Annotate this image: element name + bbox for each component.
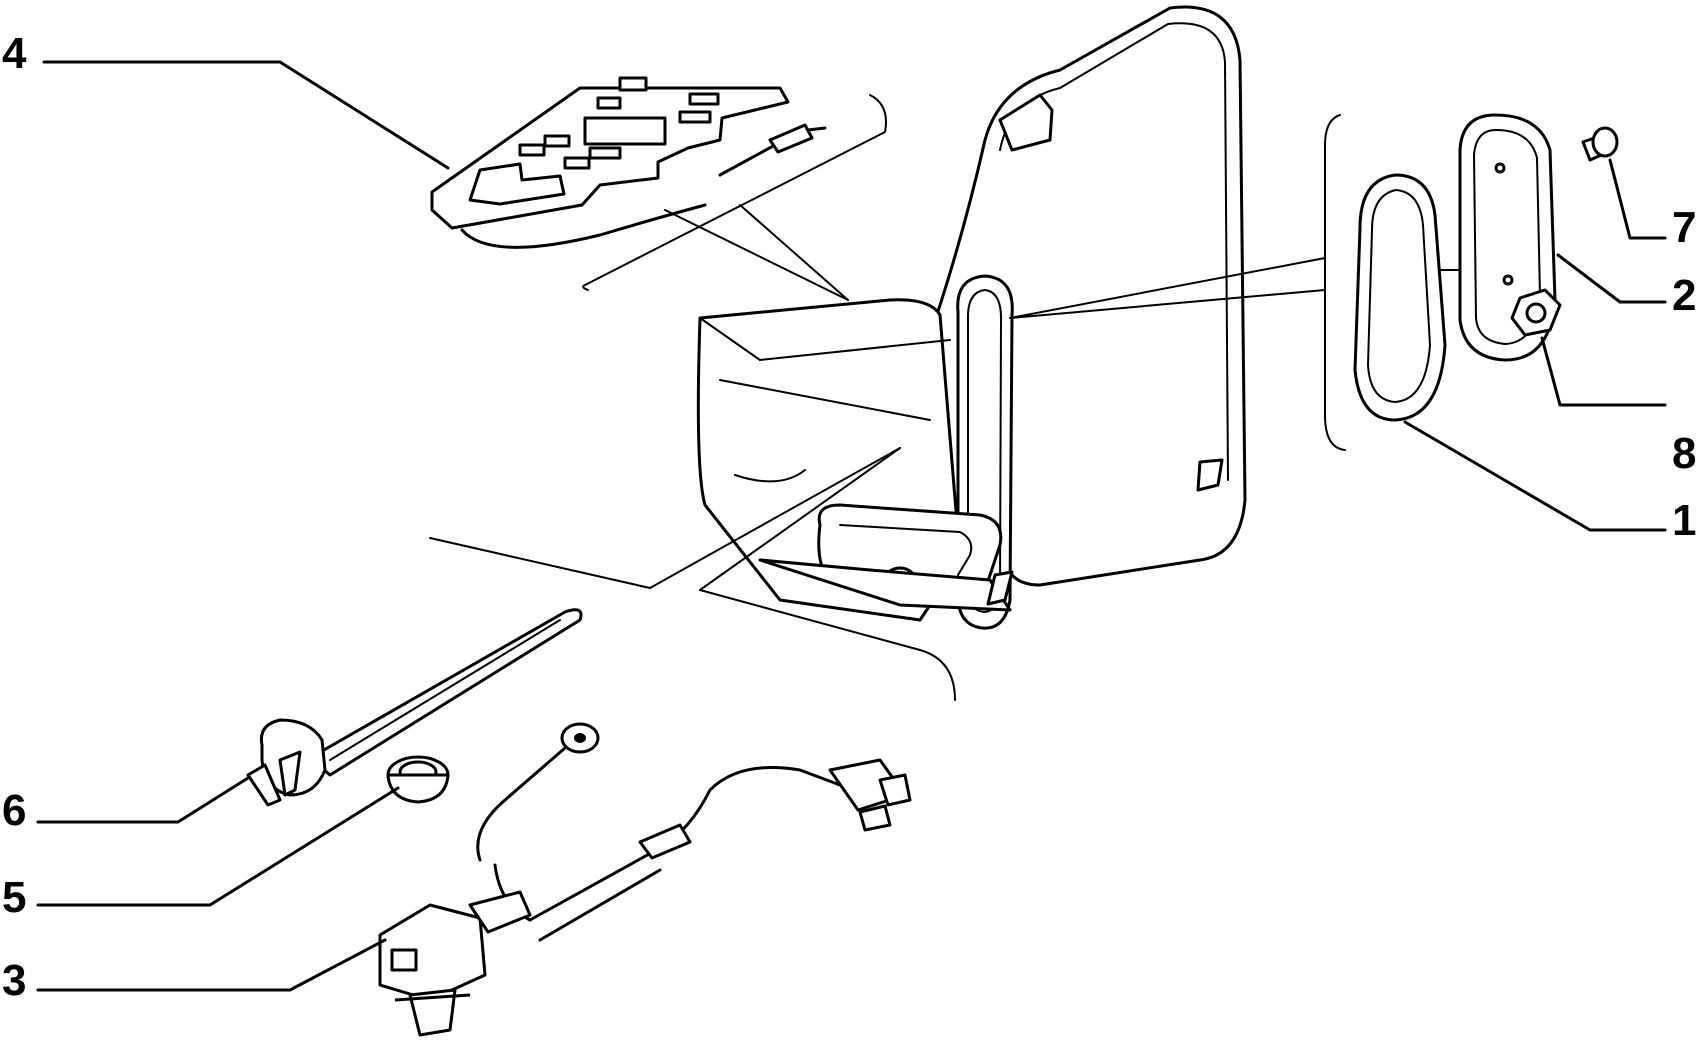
- part-7-clip: [1581, 126, 1619, 162]
- part-5-grommet: [386, 755, 450, 804]
- callout-8: 8: [1672, 429, 1696, 478]
- callout-3: 3: [2, 956, 26, 1005]
- callout-1: 1: [1672, 496, 1696, 545]
- callout-7: 7: [1672, 203, 1696, 252]
- part-6-cable-tie: [246, 608, 583, 807]
- part-4-heating-pad: [430, 76, 827, 249]
- callout-2: 2: [1672, 271, 1696, 320]
- callout-leaders: [36, 60, 1667, 992]
- callout-4: 4: [2, 29, 27, 78]
- callout-5: 5: [2, 873, 26, 922]
- part-1-side-pad: [1353, 173, 1447, 422]
- part-3-switch-harness: [378, 722, 912, 1037]
- part-8-nut: [1510, 288, 1562, 337]
- callout-6: 6: [2, 786, 26, 835]
- seat-illustration: [696, 5, 1247, 630]
